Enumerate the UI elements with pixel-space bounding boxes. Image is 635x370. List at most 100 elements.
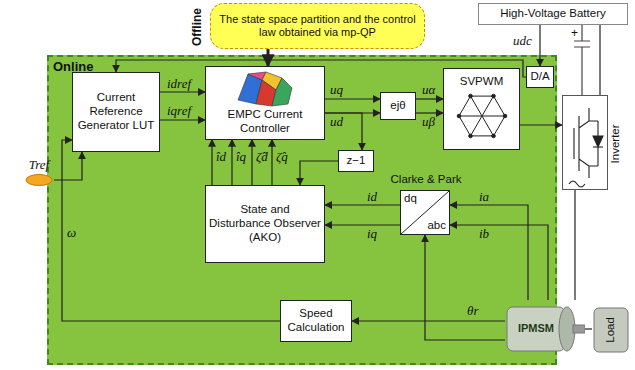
- block-label: IPMSM: [518, 322, 554, 335]
- delay-block: z−1: [338, 150, 374, 172]
- block-label: High-Voltage Battery: [500, 7, 605, 21]
- text-holder: +: [571, 26, 578, 40]
- block-label: abc: [427, 219, 446, 233]
- signal-label: udc: [512, 34, 533, 48]
- connector: [352, 320, 505, 321]
- connector: [416, 112, 443, 113]
- text-holder: ζ̂q: [275, 150, 289, 164]
- block-label: ejθ: [390, 99, 405, 113]
- converter-block: D/A: [526, 66, 554, 88]
- text-holder: ib: [478, 227, 490, 241]
- torque-input: Tref: [24, 158, 54, 188]
- signal-label: ib: [478, 227, 490, 241]
- text-holder: uα: [421, 83, 436, 97]
- polytope-image: [236, 70, 294, 108]
- text-holder: uq: [329, 83, 344, 97]
- text-holder: ω: [66, 226, 77, 240]
- controller-block: EMPC Current Controller: [205, 66, 325, 140]
- signal-label: iq: [366, 227, 378, 241]
- text-holder: îq: [235, 150, 247, 164]
- text-holder: iqref: [166, 104, 192, 118]
- connector: [160, 119, 205, 120]
- connector: [300, 161, 338, 185]
- polarity-mark: +: [571, 26, 578, 40]
- signal-label: uα: [421, 83, 436, 97]
- rotation-block: ejθ: [380, 92, 416, 120]
- hexagon-symbol: [452, 89, 512, 143]
- connector: [520, 124, 562, 125]
- load-symbol: Load: [592, 305, 630, 355]
- text-holder: dq: [404, 192, 417, 206]
- block-label: Speed Calculation: [284, 307, 348, 335]
- block-label: dq: [404, 192, 417, 206]
- lut-block: Current Reference Generator LUT: [72, 72, 160, 152]
- connector: [450, 205, 528, 300]
- signal-label: ω: [66, 226, 77, 240]
- block-label: EMPC Current Controller: [209, 108, 321, 136]
- observer-block: State and Disturbance Observer (AKO): [205, 185, 325, 263]
- connector: [160, 91, 205, 92]
- signal-label: ζ̂q: [275, 150, 289, 164]
- signal-label: ia: [478, 190, 490, 204]
- connector: [585, 328, 592, 329]
- signal-label: θr: [466, 304, 479, 318]
- block-label: D/A: [530, 70, 549, 84]
- connector: [599, 25, 600, 95]
- connector: [251, 140, 252, 185]
- block-label: SVPWM: [460, 75, 503, 89]
- signal-label: id: [366, 190, 378, 204]
- motor-symbol: IPMSM: [505, 300, 585, 358]
- offline-panel: The state space partition and the contro…: [210, 3, 425, 49]
- text-holder: idref: [166, 77, 192, 91]
- block-label: Clarke & Park: [381, 173, 471, 187]
- text-holder: udc: [512, 34, 533, 48]
- connector: [325, 113, 362, 150]
- connector: [54, 152, 82, 180]
- signal-label: idref: [166, 77, 192, 91]
- connector: [539, 25, 540, 66]
- block-label: z−1: [347, 154, 366, 168]
- text-holder: Load: [604, 317, 618, 343]
- speed-block: Speed Calculation: [280, 300, 352, 342]
- signal-label: ud: [329, 115, 344, 129]
- block-label: Load: [604, 317, 618, 343]
- text-holder: Tref: [24, 158, 54, 172]
- connector: [450, 225, 548, 300]
- text-holder: θr: [466, 304, 479, 318]
- block-label: Inverter: [608, 124, 622, 163]
- region-title: Online: [53, 59, 93, 74]
- panel-text: The state space partition and the contro…: [217, 13, 418, 39]
- text-holder: id: [366, 190, 378, 204]
- text-holder: Inverter: [608, 124, 622, 163]
- svpwm-block: SVPWM: [443, 68, 520, 150]
- text-holder: uβ: [421, 115, 436, 129]
- region-title: Offline: [190, 8, 204, 46]
- connector: [574, 190, 575, 300]
- connector: [325, 204, 400, 205]
- igbt-symbol: [563, 96, 607, 189]
- text-holder: iq: [366, 227, 378, 241]
- transform-block: Clarke & Parkdqabc: [400, 190, 450, 235]
- connector: [267, 49, 270, 66]
- connector: [231, 140, 232, 185]
- signal-label: îq: [235, 150, 247, 164]
- text-holder: Offline: [190, 8, 204, 46]
- signal-label: uq: [329, 83, 344, 97]
- signal-label: îd: [215, 150, 227, 164]
- connector: [211, 140, 212, 185]
- battery-block: High-Voltage Battery: [478, 3, 628, 25]
- online-region: OnlineCurrent Reference Generator LUT EMP…: [47, 55, 557, 365]
- connector: [425, 235, 505, 340]
- signal-label: uβ: [421, 115, 436, 129]
- connector: [271, 140, 272, 185]
- connector: [325, 98, 380, 99]
- text-holder: ζ̂d: [255, 150, 269, 164]
- text-holder: Clarke & Park: [381, 173, 471, 187]
- signal-label: ζ̂d: [255, 150, 269, 164]
- block-label: State and Disturbance Observer (AKO): [209, 203, 321, 244]
- signal-label: iqref: [166, 104, 192, 118]
- inverter-block: Inverter: [562, 95, 608, 190]
- text-holder: Online: [53, 59, 93, 74]
- block-label: Current Reference Generator LUT: [76, 91, 156, 132]
- text-holder: îd: [215, 150, 227, 164]
